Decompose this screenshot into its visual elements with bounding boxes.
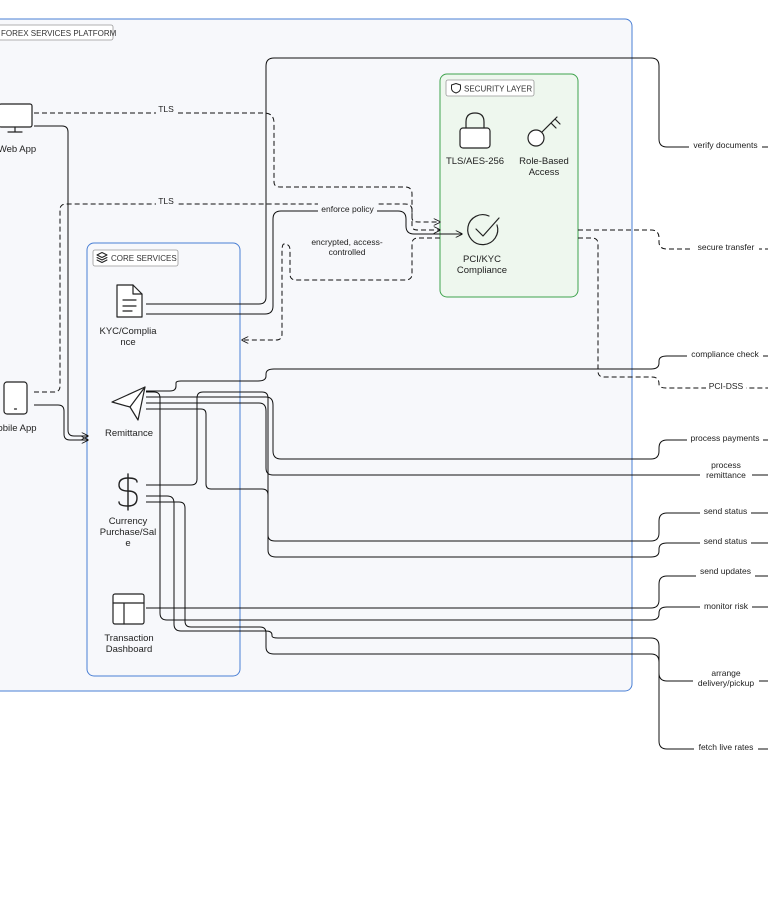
- node-kyc-label-1: KYC/Complia: [99, 326, 157, 337]
- lock-icon: [459, 112, 491, 149]
- edge-web-tls: [34, 112, 440, 222]
- edge-label-pci-dss: PCI-DSS: [709, 381, 744, 391]
- edge-label-arrange-delivery-1: arrange: [711, 668, 741, 678]
- node-currency-label-1: Currency: [109, 516, 148, 527]
- security-group: SECURITY LAYER: [439, 73, 579, 298]
- edge-label-process-remittance-2: remittance: [706, 470, 746, 480]
- security-group-title: SECURITY LAYER: [464, 85, 532, 94]
- edge-mobile-tls: [34, 203, 440, 393]
- node-mobile-app-label: obile App: [0, 423, 37, 434]
- core-group-border: [86, 242, 241, 677]
- node-remittance[interactable]: Remittance: [105, 386, 153, 439]
- edge-label-encrypted-1: encrypted, access-: [311, 237, 383, 247]
- edge-mobile-remittance: [34, 404, 88, 440]
- node-dashboard-label-2: Dashboard: [106, 644, 152, 655]
- smartphone-icon: [3, 381, 28, 415]
- document-icon: [116, 284, 143, 318]
- core-services-group: CORE SERVICES: [86, 242, 241, 677]
- edge-label-secure-transfer: secure transfer: [698, 242, 755, 252]
- security-group-tab: [445, 79, 535, 97]
- layers-icon: [96, 252, 108, 263]
- edge-encrypted: [242, 237, 440, 340]
- edge-pci-dss: [578, 237, 768, 389]
- node-role-based-access[interactable]: Role-Based Access: [519, 116, 569, 178]
- send-icon: [111, 386, 146, 421]
- platform-group-tab: [0, 24, 114, 41]
- edge-secure-transfer: [578, 229, 768, 250]
- monitor-icon: [0, 103, 33, 133]
- platform-group-title: FOREX SERVICES PLATFORM: [1, 29, 117, 38]
- node-pci-label-2: Compliance: [457, 265, 507, 276]
- edge-label-monitor-risk: monitor risk: [704, 601, 749, 611]
- edge-label-send-updates: send updates: [700, 566, 751, 576]
- core-group-tab: [92, 249, 179, 267]
- edge-label-fetch-live-rates: fetch live rates: [699, 742, 754, 752]
- node-currency-purchase-sale[interactable]: Currency Purchase/Sal e: [100, 473, 157, 549]
- key-icon: [527, 116, 561, 147]
- edge-send-updates: [146, 575, 768, 609]
- edge-label-compliance-check: compliance check: [691, 349, 759, 359]
- edge-monitor-risk: [146, 391, 768, 621]
- node-pci-kyc-compliance[interactable]: PCI/KYC Compliance: [457, 214, 507, 276]
- node-rbac-label-1: Role-Based: [519, 156, 569, 167]
- node-web-app-label: Web App: [0, 144, 36, 155]
- edge-label-enforce-policy: enforce policy: [321, 204, 374, 214]
- node-web-app[interactable]: Web App: [0, 103, 36, 155]
- shield-icon: [451, 83, 461, 94]
- check-circle-icon: [467, 214, 500, 246]
- node-transaction-dashboard[interactable]: Transaction Dashboard: [104, 593, 154, 655]
- node-kyc-compliance[interactable]: KYC/Complia nce: [99, 284, 157, 348]
- edge-send-status-2: [146, 391, 768, 558]
- edge-label-verify-documents: verify documents: [693, 140, 757, 150]
- edge-label-send-status-1: send status: [704, 506, 747, 516]
- layout-icon: [112, 593, 145, 625]
- node-pci-label-1: PCI/KYC: [463, 254, 501, 265]
- edges: [34, 57, 768, 750]
- node-tls-aes-label: TLS/AES-256: [446, 156, 504, 167]
- core-group-title: CORE SERVICES: [111, 254, 177, 263]
- node-tls-aes[interactable]: TLS/AES-256: [446, 112, 504, 167]
- security-group-border: [439, 73, 579, 298]
- edge-label-tls-2: TLS: [158, 196, 174, 206]
- node-currency-label-2: Purchase/Sal: [100, 527, 157, 538]
- edge-label-process-remittance-1: process: [711, 460, 741, 470]
- dollar-icon: [118, 473, 138, 511]
- edge-label-process-payments: process payments: [691, 433, 760, 443]
- edge-label-send-status-2: send status: [704, 536, 747, 546]
- edge-fetch-live-rates: [146, 501, 768, 750]
- node-currency-label-3: e: [125, 538, 130, 549]
- edge-compliance-check: [146, 355, 768, 392]
- node-kyc-label-2: nce: [120, 337, 135, 348]
- edge-labels: TLS TLS enforce policy encrypted, access…: [156, 104, 763, 753]
- node-dashboard-label-1: Transaction: [104, 633, 153, 644]
- node-rbac-label-2: Access: [529, 167, 560, 178]
- edge-process-payments: [146, 396, 768, 460]
- node-mobile-app[interactable]: obile App: [0, 381, 37, 434]
- edge-label-encrypted-2: controlled: [329, 247, 366, 257]
- edge-label-tls-1: TLS: [158, 104, 174, 114]
- node-remittance-label: Remittance: [105, 428, 153, 439]
- edge-web-remittance: [34, 125, 88, 436]
- edge-verify-documents: [146, 57, 768, 305]
- edge-label-arrange-delivery-2: delivery/pickup: [698, 678, 754, 688]
- edge-process-remittance: [146, 402, 768, 476]
